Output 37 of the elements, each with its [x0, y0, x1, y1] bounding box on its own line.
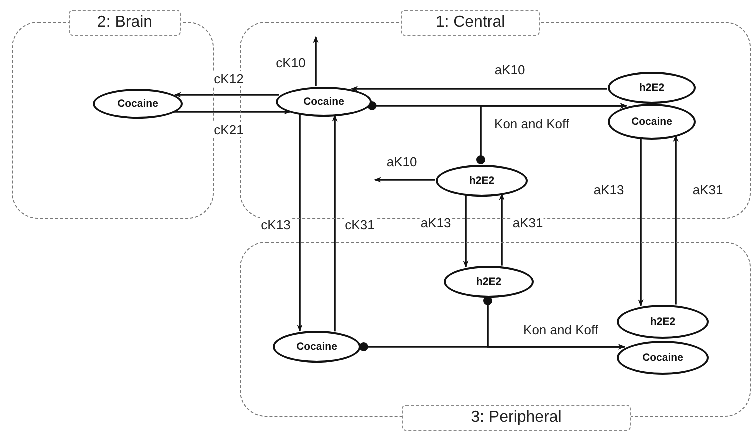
edge-label: cK12 [213, 72, 245, 86]
compartment-title: 2: Brain [69, 10, 181, 36]
edge-label: cK13 [260, 218, 292, 232]
oval-node: h2E2 [608, 72, 696, 104]
arrow [374, 177, 435, 183]
oval-node: Cocaine [276, 87, 372, 117]
edge-label: aK31 [692, 182, 724, 198]
oval-node: Cocaine [608, 104, 696, 140]
arrow [463, 195, 469, 268]
arrow [332, 114, 338, 332]
binding-connector [476, 103, 628, 164]
edge-label: aK13 [592, 182, 626, 198]
arrow [638, 138, 644, 307]
edge-label: cK10 [275, 56, 307, 70]
oval-node: Cocaine [93, 89, 183, 119]
edge-label: Kon and Koff [522, 322, 600, 338]
oval-node: Cocaine [273, 331, 361, 363]
compartment-title: 1: Central [401, 10, 540, 36]
arrow [174, 92, 279, 98]
oval-node: Cocaine [617, 341, 709, 375]
oval-node: h2E2 [436, 165, 528, 197]
oval-node: h2E2 [444, 266, 534, 298]
edge-label: Kon and Koff [494, 116, 570, 132]
oval-node: h2E2 [617, 305, 709, 339]
edge-label: cK31 [344, 218, 376, 232]
arrow [297, 114, 303, 332]
arrow [673, 135, 679, 305]
arrow [351, 86, 608, 92]
arrow [173, 109, 292, 115]
arrow [313, 36, 319, 86]
edge-label: aK10 [386, 154, 418, 170]
edge-label: aK13 [420, 216, 452, 230]
compartment-title: 3: Peripheral [402, 405, 631, 431]
edge-label: cK21 [213, 122, 245, 138]
edge-label: aK10 [494, 62, 526, 78]
binding-connector [484, 296, 626, 350]
edge-label: aK31 [512, 216, 544, 230]
